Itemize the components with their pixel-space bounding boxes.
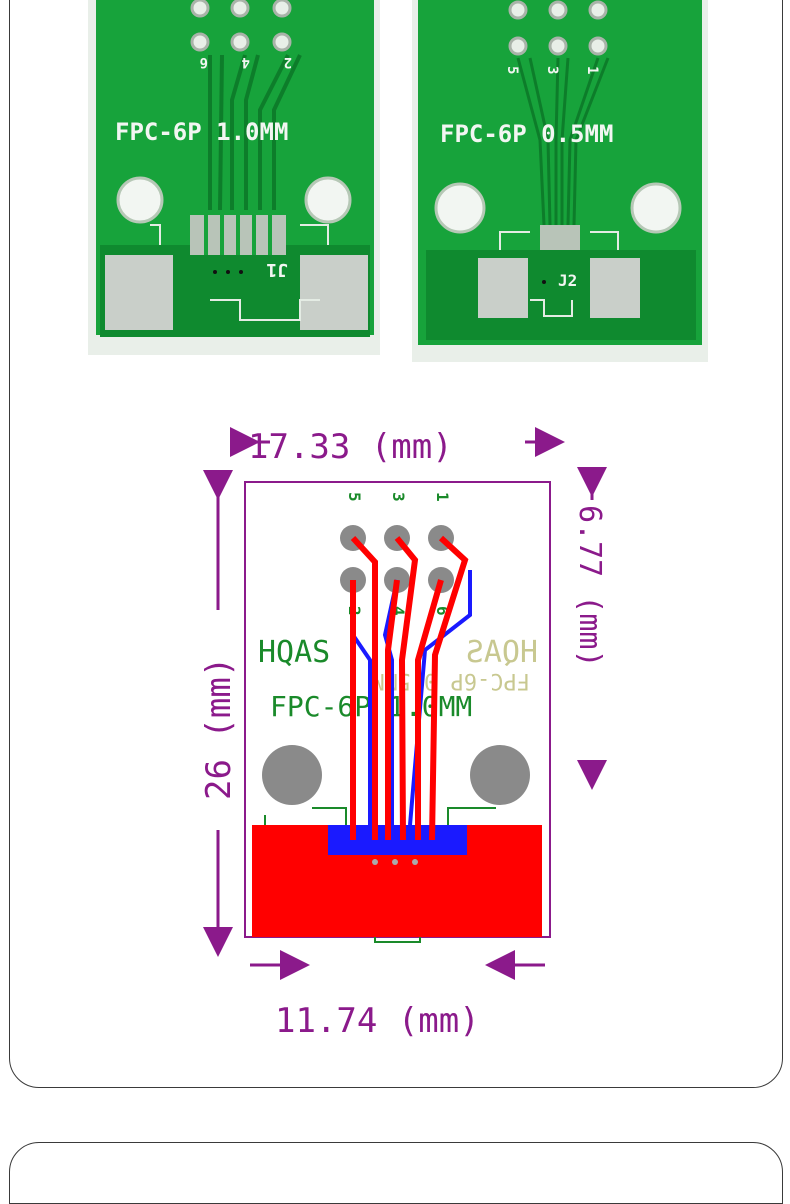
dimension-drawing: 17.33 (mm) 26 (mm) 6.77 (mm) 11.74 (mm) … bbox=[199, 427, 607, 1041]
silk-brand: HQAS bbox=[258, 635, 330, 670]
pin-label: 3 bbox=[389, 492, 408, 502]
board-left-ref: J1 bbox=[266, 259, 288, 280]
pin-label: 4 bbox=[389, 606, 408, 616]
dim-inner-width-label: 11.74 (mm) bbox=[275, 1001, 480, 1041]
mount-hole-right bbox=[470, 745, 530, 805]
dim-pin-height-label: 6.77 (mm) bbox=[572, 505, 607, 668]
dim-width-label: 17.33 (mm) bbox=[248, 427, 453, 467]
pcb-photo: FPC-6P 1.0MM J1 6 4 2 FPC-6P 0 bbox=[88, 0, 708, 362]
board-right: FPC-6P 0.5MM J2 5 3 1 bbox=[412, 0, 708, 362]
board-right-silkscreen: FPC-6P 0.5MM bbox=[440, 120, 613, 148]
connector-blue bbox=[328, 825, 467, 855]
next-card bbox=[9, 1142, 783, 1204]
board-right-pin-label: 1 bbox=[584, 66, 600, 74]
board-left-silkscreen: FPC-6P 1.0MM bbox=[115, 118, 288, 146]
silk-mirror-small: FPC-6P 0.5MM bbox=[371, 668, 530, 693]
board-left-pin-label: 6 bbox=[200, 54, 208, 70]
pin-label: 6 bbox=[433, 606, 452, 616]
board-right-pin-label: 3 bbox=[544, 66, 560, 74]
pin-label: 5 bbox=[345, 492, 364, 502]
pin-label: 1 bbox=[433, 492, 452, 502]
board-left-pin-label: 4 bbox=[242, 54, 250, 70]
board-right-pin-label: 5 bbox=[504, 66, 520, 74]
board-left-pin-label: 2 bbox=[284, 54, 292, 70]
board-right-ref: J2 bbox=[558, 271, 577, 290]
dim-height-label: 26 (mm) bbox=[199, 657, 239, 800]
top-traces bbox=[350, 535, 469, 841]
board-left: FPC-6P 1.0MM J1 6 4 2 bbox=[88, 0, 380, 355]
silk-brand-mirror: HQAS bbox=[466, 635, 538, 670]
mount-hole-left bbox=[262, 745, 322, 805]
